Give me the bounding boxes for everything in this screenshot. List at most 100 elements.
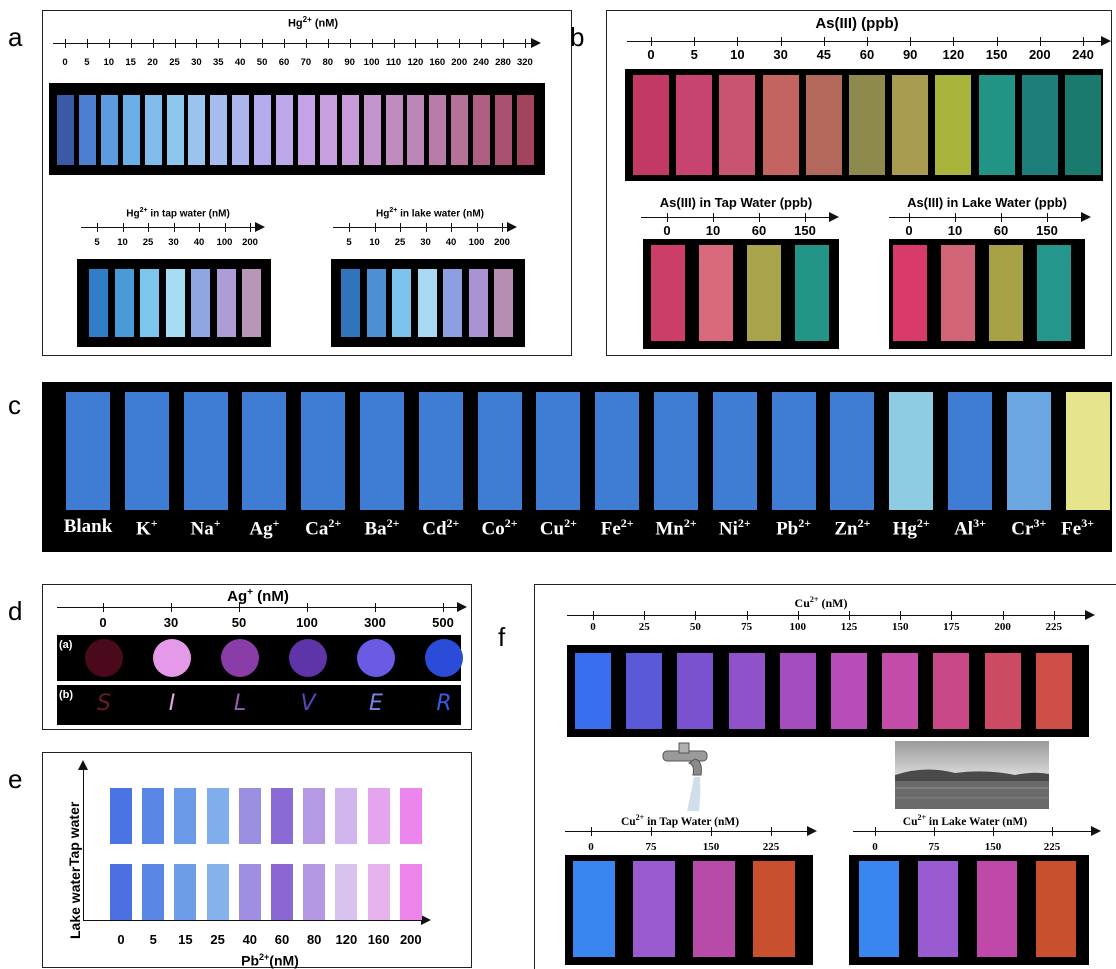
panel-f-tap-arrowhead (807, 826, 817, 836)
panel-f-strip (575, 653, 611, 729)
panel-e-lake-strip (335, 864, 358, 920)
panel-c-ion-label: Zn2+ (834, 516, 871, 540)
panel-f-lake-tick (1052, 827, 1053, 836)
panel-b-tick-label: 0 (647, 47, 655, 62)
panel-c-strip (712, 392, 757, 510)
panel-b-tap-strip (651, 245, 685, 341)
panel-a-tick-label: 90 (344, 57, 355, 68)
panel-d-letter: L (233, 691, 247, 716)
panel-b-tick (737, 37, 739, 46)
panel-d-letter: I (168, 691, 176, 716)
panel-a-strip (232, 95, 250, 165)
panel-a-tick (327, 39, 329, 48)
panel-a-tap-axis (81, 227, 257, 228)
panel-a-tap-title: Hg2+ in tap water (nM) (126, 207, 230, 220)
panel-a-strip (188, 95, 206, 165)
panel-a-tick-label: 280 (495, 57, 511, 68)
panel-a-tick-label: 15 (125, 57, 136, 68)
panel-a-tap-tick (97, 223, 98, 232)
panel-a-tick-label: 70 (300, 57, 312, 68)
panel-b-tick (953, 37, 955, 46)
panel-e-tick-label: 80 (306, 932, 322, 947)
panel-f-tick (695, 611, 697, 620)
panel-e-tick-label: 25 (210, 932, 225, 947)
panel-c-ion-label: Hg2+ (892, 516, 930, 540)
panel-a-lake-strip (468, 269, 488, 337)
panel-b-tick-label: 30 (773, 47, 788, 62)
panel-f-tap-strip (573, 861, 615, 957)
panel-f-tick (746, 611, 748, 620)
panel-a-strip (254, 95, 272, 165)
panel-a-tick-label: 5 (84, 57, 90, 68)
panel-b-tick-label: 200 (1028, 47, 1051, 62)
panel-c-ion-label: Cd2+ (422, 516, 460, 540)
panel-e-letter: e (8, 764, 23, 794)
panel-b-letter: b (570, 22, 585, 52)
panel-f-lake-strip (918, 861, 958, 957)
panel-c-strip (771, 392, 816, 510)
panel-e-tap-strip (110, 788, 132, 844)
panel-f-tick (900, 611, 902, 620)
panel-a-tap-tick-label: 200 (242, 237, 258, 248)
panel-b-lake-tick (1001, 213, 1002, 222)
panel-c-strip (889, 392, 934, 510)
panel-a-tick (284, 39, 285, 48)
panel-b-lake-axis (889, 217, 1083, 218)
panel-a-tap-tick-label: 40 (193, 237, 205, 248)
panel-b-tick-label: 60 (859, 47, 875, 62)
panel-a-tick (86, 39, 88, 48)
panel-d-tick-label: 500 (432, 615, 454, 630)
panel-a-arrowhead (531, 38, 541, 48)
panel-a-strip (451, 95, 469, 165)
panel-a-strip (166, 95, 184, 165)
panel-a-tick (108, 39, 110, 48)
panel-b-tick-label: 5 (690, 47, 698, 62)
panel-b-tick-label: 10 (730, 47, 745, 62)
panel-c-strip (124, 392, 169, 510)
panel-a-tick-label: 10 (103, 57, 115, 68)
panel-a-tick (174, 39, 176, 48)
panel-e-tick-label: 60 (274, 932, 290, 947)
panel-a-tap-tick (173, 223, 175, 232)
panel-b-tap-tick-label: 0 (663, 223, 671, 238)
panel-f-tick-label: 225 (1045, 621, 1063, 633)
panel-a-lake-tick (425, 223, 427, 232)
panel-f-tick-label: 0 (590, 621, 596, 633)
panel-a-lake-tick (451, 223, 452, 232)
panel-e-tick-label: 40 (242, 932, 258, 947)
panel-b-tick-label: 90 (902, 47, 918, 62)
panel-b-strip (762, 75, 799, 175)
panel-f-lake-strip (1036, 861, 1076, 957)
panel-f-tick (849, 611, 850, 620)
panel-a-tick-label: 20 (147, 57, 158, 68)
panel-b-lake-title: As(III) in Lake Water (ppb) (907, 195, 1067, 210)
panel-f-lake-axis (853, 831, 1097, 832)
panel-b-strip (719, 75, 756, 175)
panel-d-row-b-band (57, 685, 461, 725)
panel-f-tick (1053, 611, 1055, 620)
panel-d-tick-label: 100 (296, 615, 318, 630)
panel-f-tick-label: 50 (689, 621, 701, 633)
panel-e-lake-strip (174, 864, 197, 920)
panel-f-strip (882, 653, 919, 729)
panel-a-tick-label: 50 (256, 57, 268, 68)
panel-d-letter: S (97, 691, 111, 716)
panel-e-xaxis (83, 920, 423, 921)
panel-a-tick-label: 35 (213, 57, 224, 68)
panel-f-tick-label: 25 (638, 621, 650, 633)
panel-f-tap-tick (711, 827, 712, 836)
panel-d-tick-label: 0 (99, 615, 107, 630)
panel-b-strip (676, 75, 713, 175)
panel-a-tick-label: 80 (322, 57, 334, 68)
panel-c-strip (536, 392, 581, 510)
panel-e-xaxis-arrowhead (421, 915, 431, 925)
panel-f-tick-label: 100 (789, 621, 807, 633)
panel-a-lake-tick-label: 30 (420, 237, 431, 248)
panel-f-tick (593, 611, 594, 620)
panel-c-ion-label: Ca2+ (305, 516, 342, 540)
panel-b-lake-tick (955, 213, 956, 222)
panel-e-tap-strip (206, 788, 229, 844)
lake-photo-icon (895, 741, 1049, 809)
panel-a-tap-tick (122, 223, 124, 232)
